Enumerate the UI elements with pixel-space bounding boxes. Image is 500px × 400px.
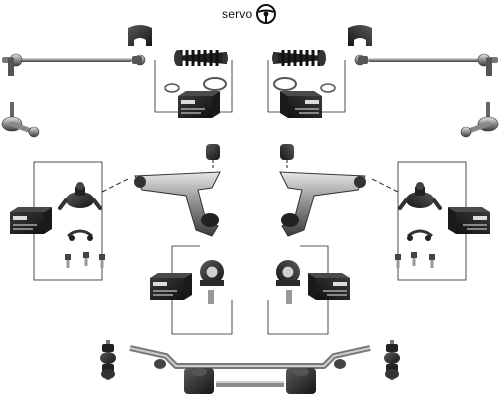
drop-link-right xyxy=(384,340,400,380)
control-arm-right xyxy=(279,171,366,237)
ball-joint-kit-left xyxy=(10,161,105,281)
ball-joint-kit-right xyxy=(395,161,490,281)
rack-mount-bush-right xyxy=(348,25,372,46)
steering-wheel-icon xyxy=(256,4,276,24)
tie-rod-left xyxy=(1,53,146,67)
control-arm-left xyxy=(134,171,221,237)
stabilizer-small-bush-left xyxy=(154,359,166,369)
bushing-kit-left xyxy=(150,245,233,335)
stabilizer-small-bush-right xyxy=(334,359,346,369)
tie-rod-right xyxy=(354,53,499,67)
tie-rod-end-right xyxy=(461,102,498,137)
servo-label: servo xyxy=(222,7,253,21)
tie-rod-end-left xyxy=(2,102,39,137)
stabilizer-bush-left xyxy=(184,368,214,394)
drop-link-left xyxy=(100,340,116,380)
boot-kit-left xyxy=(154,48,233,118)
arm-bush-top-right xyxy=(280,144,294,170)
stabilizer-bar xyxy=(129,345,371,387)
boot-kit-right xyxy=(267,48,346,118)
stabilizer-bush-right xyxy=(286,368,316,394)
arm-bush-top-left xyxy=(206,144,220,170)
bushing-kit-right xyxy=(267,245,350,335)
rack-mount-bush-left xyxy=(128,25,152,46)
